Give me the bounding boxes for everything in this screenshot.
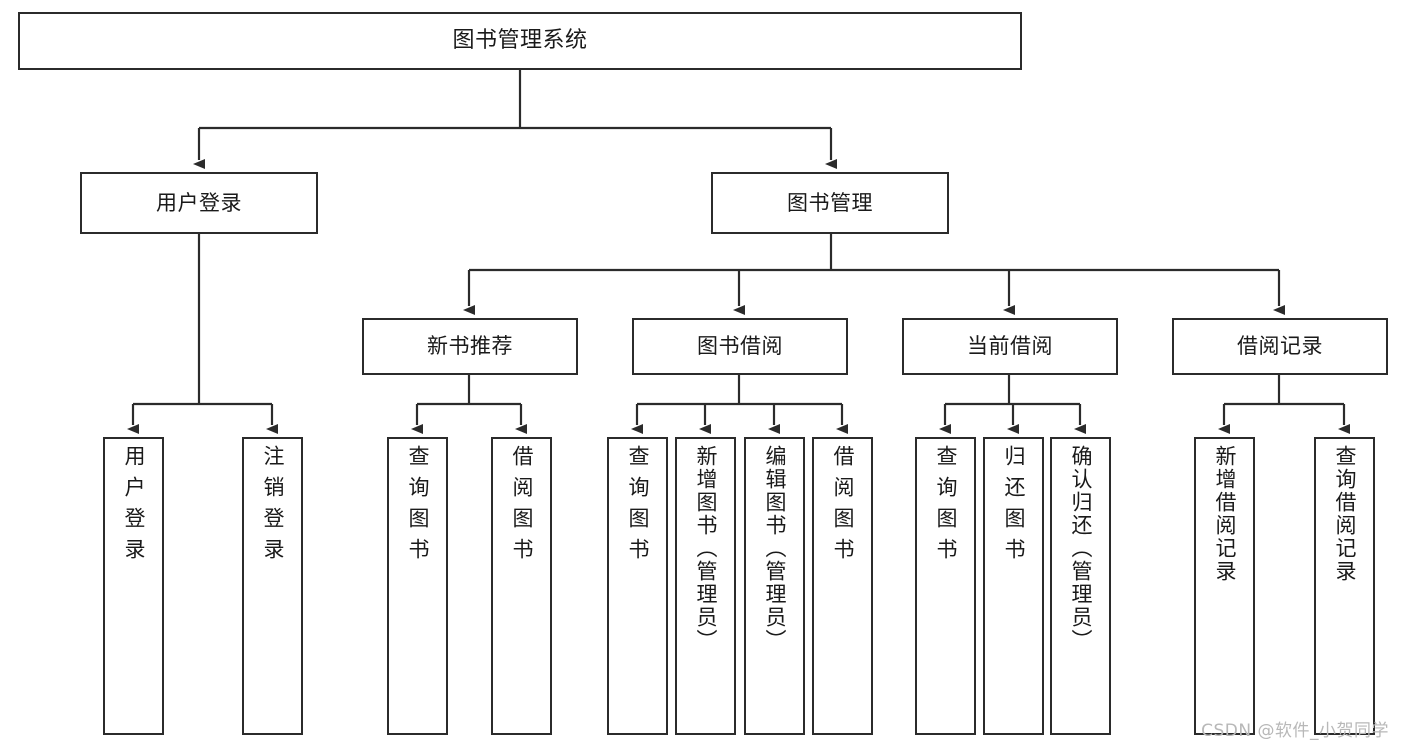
node-user-login-label: 用户登录 [156,190,242,215]
node-root[interactable]: 图书管理系统 [18,12,1022,70]
leaf-user-login-logout-label: 注销登录 [261,445,285,569]
node-new-book-recommend[interactable]: 新书推荐 [362,318,578,375]
leaf-new-book-borrow-label: 借阅图书 [510,445,534,569]
leaf-user-login-login[interactable]: 用户登录 [103,437,164,735]
leaf-borrow-borrow-book-label: 借阅图书 [831,445,855,569]
node-current-borrow-label: 当前借阅 [967,334,1053,359]
leaf-borrow-edit-book[interactable]: 编辑图书（管理员） [744,437,805,735]
leaf-borrow-borrow-book[interactable]: 借阅图书 [812,437,873,735]
node-borrow-records[interactable]: 借阅记录 [1172,318,1388,375]
node-current-borrow[interactable]: 当前借阅 [902,318,1118,375]
leaf-new-book-borrow[interactable]: 借阅图书 [491,437,552,735]
leaf-records-add-record[interactable]: 新增借阅记录 [1194,437,1255,735]
node-book-management-label: 图书管理 [787,190,873,215]
leaf-current-confirm-return-label: 确认归还（管理员） [1069,445,1093,652]
leaf-current-return-book[interactable]: 归还图书 [983,437,1044,735]
leaf-records-add-record-label: 新增借阅记录 [1213,445,1237,583]
leaf-borrow-query-book[interactable]: 查询图书 [607,437,668,735]
leaf-user-login-login-label: 用户登录 [122,445,146,569]
node-book-borrow-label: 图书借阅 [697,334,783,359]
leaf-new-book-query[interactable]: 查询图书 [387,437,448,735]
node-new-book-recommend-label: 新书推荐 [427,334,513,359]
leaf-borrow-add-book[interactable]: 新增图书（管理员） [675,437,736,735]
leaf-new-book-query-label: 查询图书 [406,445,430,569]
leaf-user-login-logout[interactable]: 注销登录 [242,437,303,735]
leaf-current-confirm-return[interactable]: 确认归还（管理员） [1050,437,1111,735]
leaf-records-query-record[interactable]: 查询借阅记录 [1314,437,1375,735]
node-user-login[interactable]: 用户登录 [80,172,318,234]
node-root-label: 图书管理系统 [452,28,588,54]
leaf-current-query-book[interactable]: 查询图书 [915,437,976,735]
node-book-management[interactable]: 图书管理 [711,172,949,234]
node-book-borrow[interactable]: 图书借阅 [632,318,848,375]
leaf-borrow-edit-book-label: 编辑图书（管理员） [763,445,787,652]
leaf-current-query-book-label: 查询图书 [934,445,958,569]
node-borrow-records-label: 借阅记录 [1237,334,1323,359]
leaf-records-query-record-label: 查询借阅记录 [1333,445,1357,583]
leaf-borrow-query-book-label: 查询图书 [626,445,650,569]
leaf-borrow-add-book-label: 新增图书（管理员） [694,445,718,652]
leaf-current-return-book-label: 归还图书 [1002,445,1026,569]
